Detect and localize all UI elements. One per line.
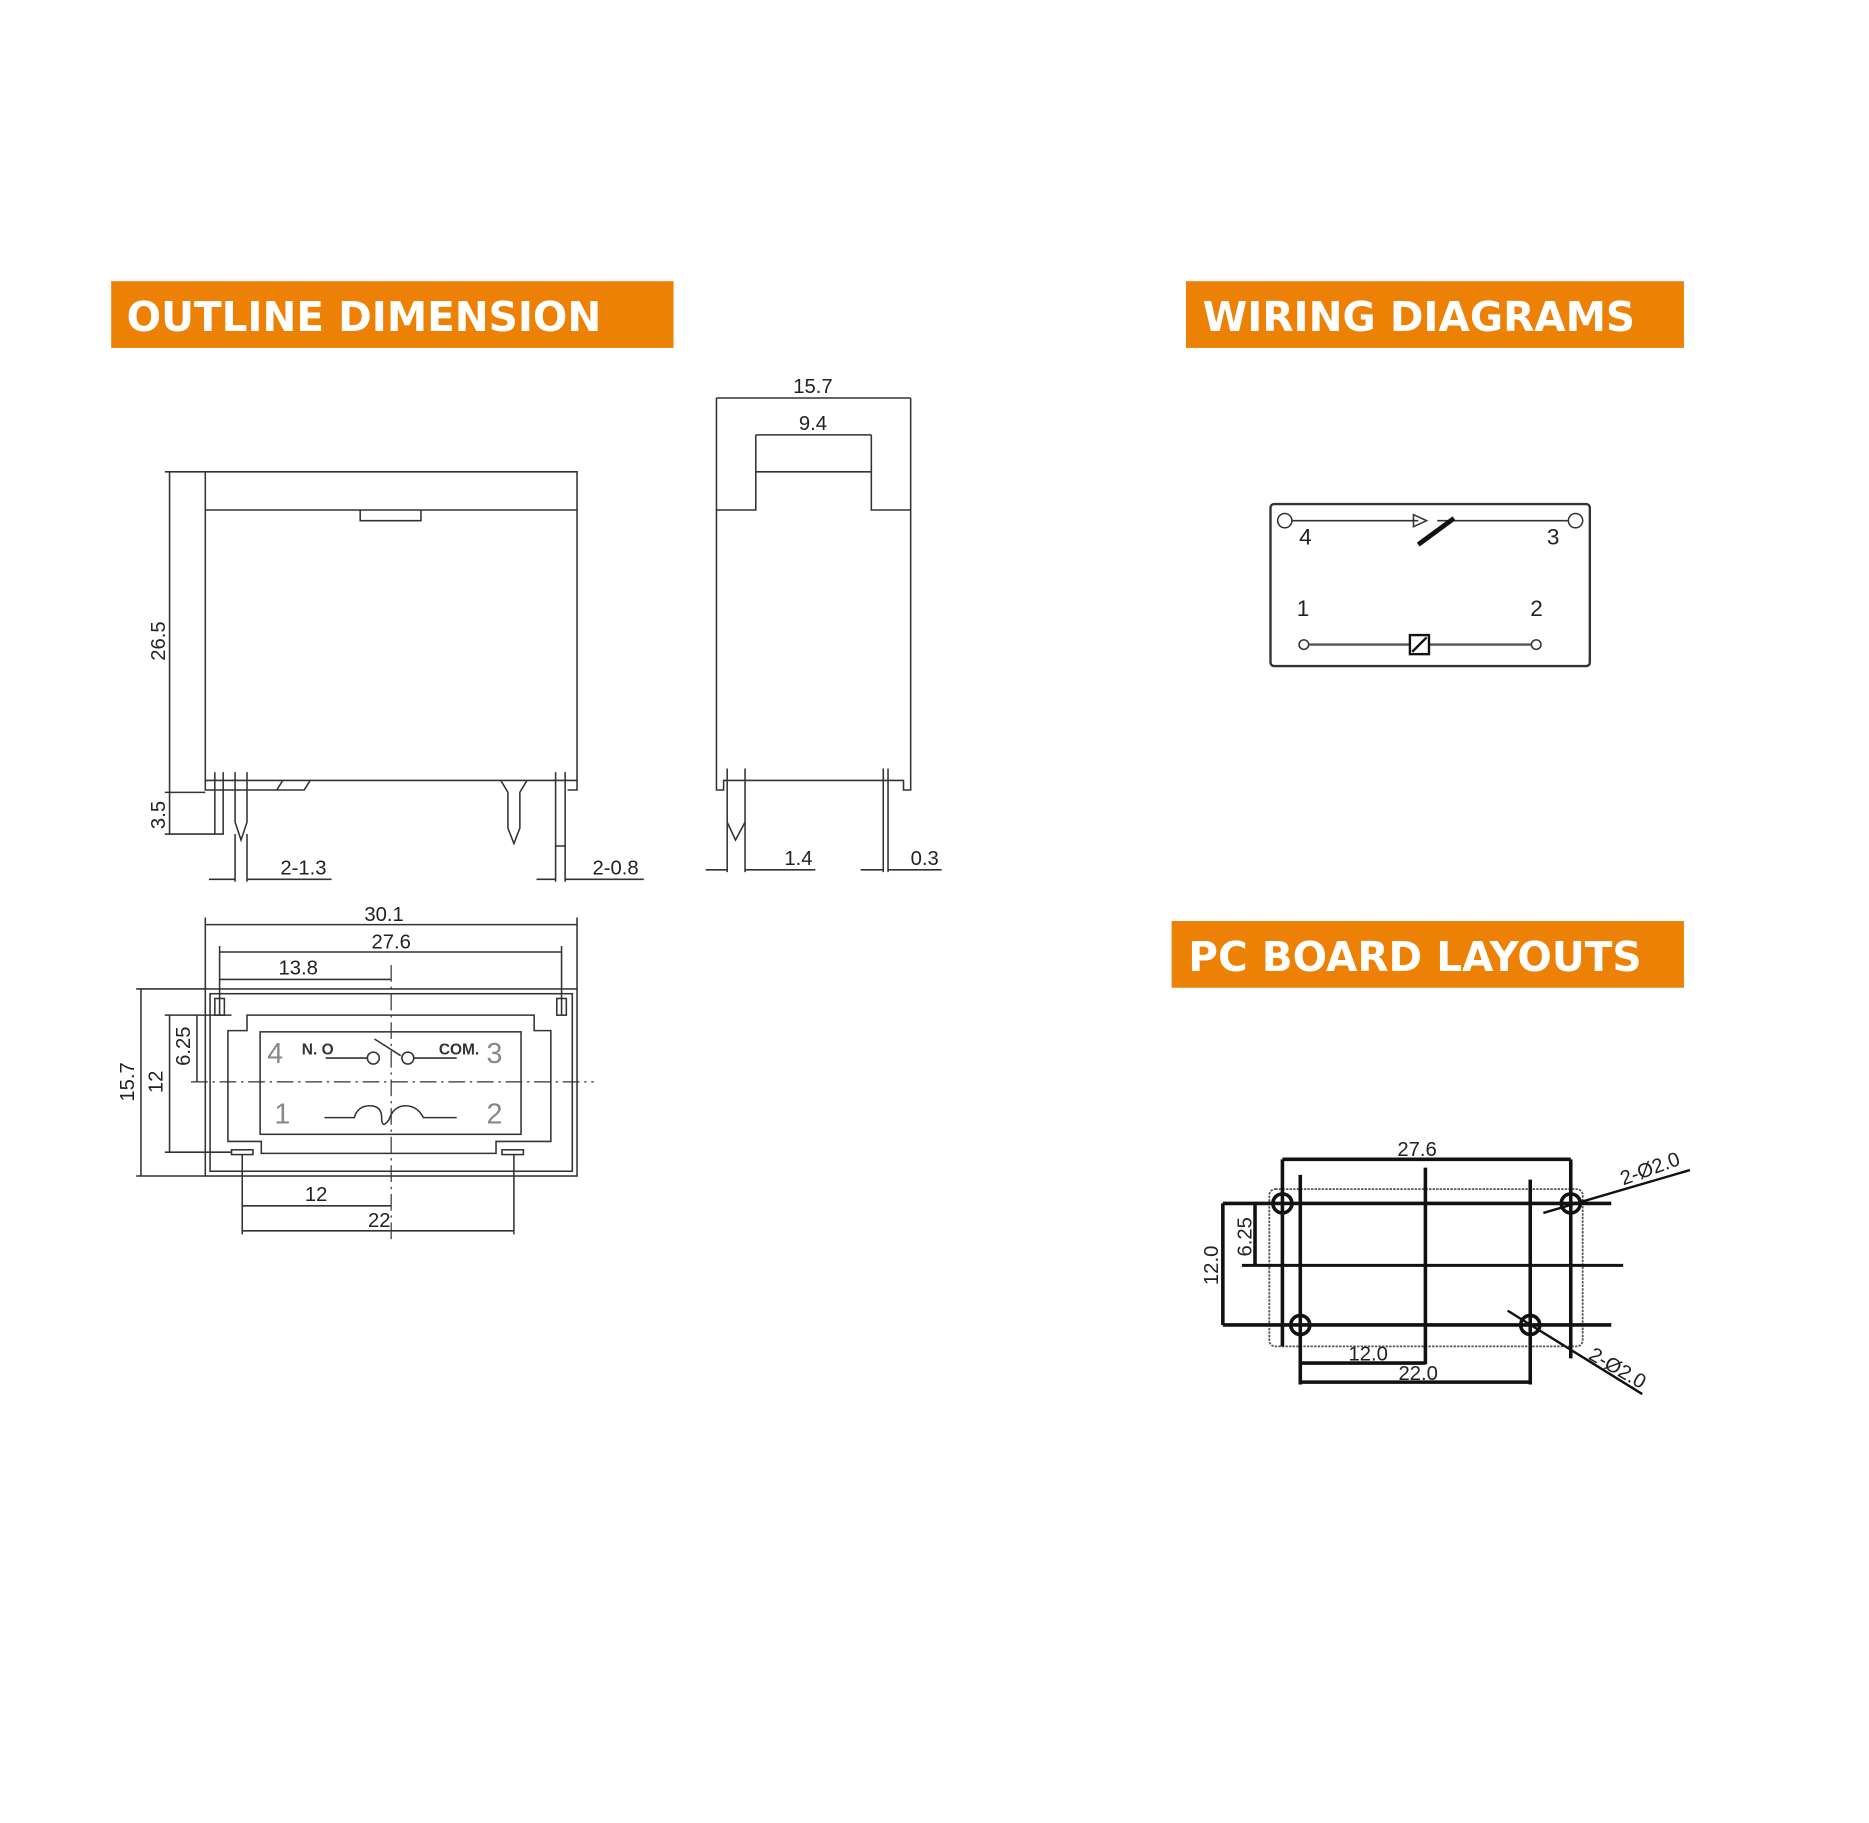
svg-text:27.6: 27.6 [371,931,410,953]
svg-text:0.3: 0.3 [911,848,939,870]
svg-text:OUTLINE DIMENSION: OUTLINE DIMENSION [127,293,602,341]
svg-text:1: 1 [1297,596,1310,621]
svg-text:30.1: 30.1 [364,904,403,926]
svg-text:2-0.8: 2-0.8 [593,858,639,880]
svg-text:3: 3 [1547,525,1560,550]
svg-text:2: 2 [1530,596,1543,621]
svg-text:2: 2 [486,1099,502,1131]
svg-text:26.5: 26.5 [148,621,170,660]
svg-text:22.0: 22.0 [1399,1363,1438,1385]
svg-text:2-1.3: 2-1.3 [280,858,326,880]
svg-text:12: 12 [305,1184,328,1206]
svg-text:15.7: 15.7 [793,376,832,398]
svg-text:12.0: 12.0 [1201,1246,1223,1285]
svg-text:1: 1 [274,1099,290,1131]
svg-text:12.0: 12.0 [1348,1344,1387,1366]
svg-text:4: 4 [267,1038,283,1070]
svg-text:COM.: COM. [439,1041,479,1058]
side-view: 15.7 9.4 1.4 0.3 [705,376,942,873]
wiring-diagram: 4 3 1 2 [1269,502,1592,668]
pc-board-layouts-banner: PC BOARD LAYOUTS [1171,921,1684,988]
svg-text:PC BOARD LAYOUTS: PC BOARD LAYOUTS [1188,933,1641,981]
svg-text:3: 3 [486,1038,502,1070]
svg-text:27.6: 27.6 [1397,1139,1436,1161]
svg-text:12: 12 [145,1071,167,1094]
svg-text:2-Ø2.0: 2-Ø2.0 [1585,1344,1650,1394]
wiring-diagrams-banner: WIRING DIAGRAMS [1185,281,1684,348]
outline-dimension-banner: OUTLINE DIMENSION [111,281,674,348]
svg-text:9.4: 9.4 [799,413,827,435]
pc-board-layout: 27.6 12.0 6.25 12.0 22.0 2-Ø2.0 2-Ø2.0 [1201,1139,1691,1396]
svg-text:WIRING DIAGRAMS: WIRING DIAGRAMS [1203,293,1636,341]
svg-text:6.25: 6.25 [1234,1217,1256,1256]
svg-text:6.25: 6.25 [173,1026,195,1065]
svg-text:1.4: 1.4 [784,848,812,870]
svg-text:15.7: 15.7 [117,1062,139,1101]
svg-text:2-Ø2.0: 2-Ø2.0 [1617,1148,1683,1190]
front-view: 26.5 3.5 2-1.3 2-0.8 [148,471,644,882]
svg-text:N. O: N. O [302,1041,334,1058]
svg-text:3.5: 3.5 [148,801,170,829]
svg-text:4: 4 [1299,525,1312,550]
bottom-view: 30.1 27.6 13.8 12 22 15.7 12 6.25 4 N. O… [117,904,594,1240]
svg-text:22: 22 [368,1210,391,1232]
svg-text:13.8: 13.8 [279,958,318,980]
